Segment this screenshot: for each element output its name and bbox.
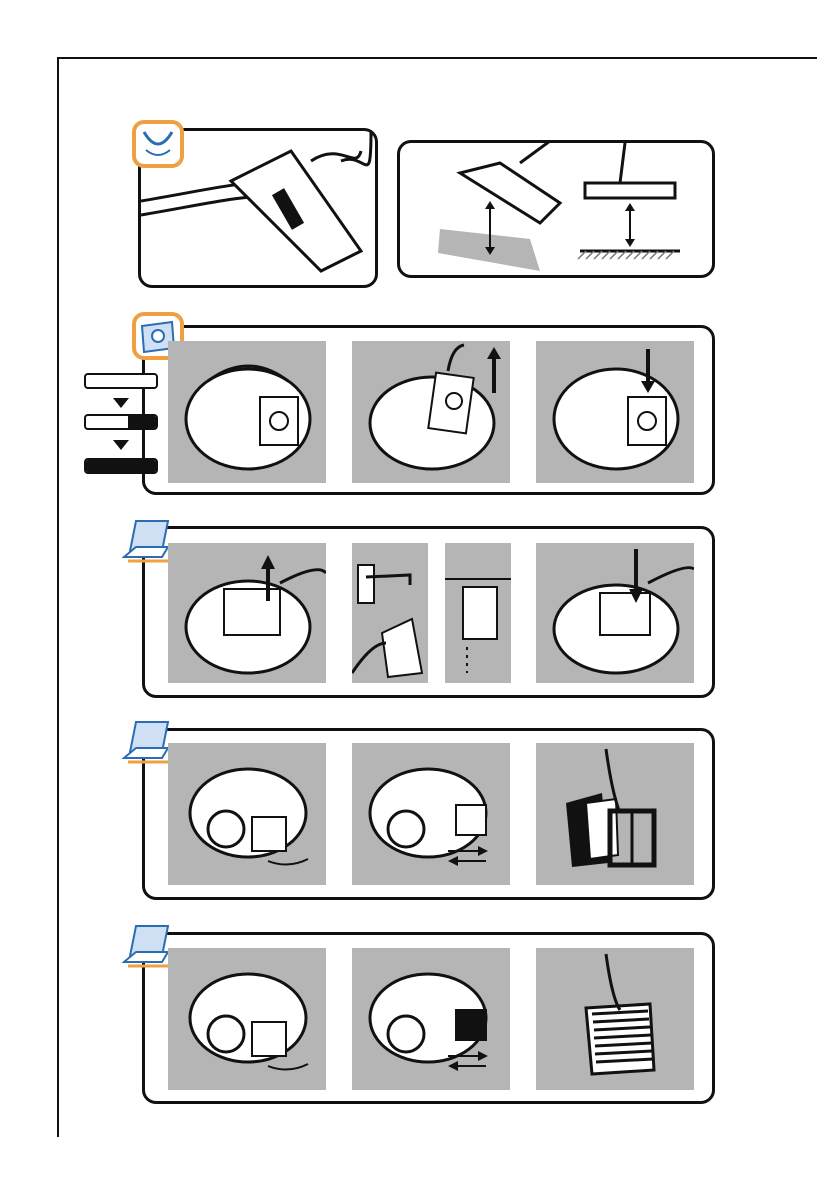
page-top-rule [57,57,817,59]
filter-icon [122,718,174,768]
exhaust-filter-a-step-2 [352,743,510,885]
exhaust-filter-b-step-2 [352,948,510,1090]
exhaust-filter-b-step-1 [168,948,326,1090]
page-left-rule [57,57,59,1137]
motor-filter-step-1 [168,543,326,683]
nozzle-position-illustration [400,143,712,275]
motor-filter-step-3 [445,543,511,683]
dust-bag-step-3 [536,341,694,483]
indicator-arrow-down-icon [113,440,129,450]
dust-bag-step-2 [352,341,510,483]
floor-nozzle-icon [132,120,184,168]
exhaust-filter-a-step-1 [168,743,326,885]
bag-indicator-empty [84,373,158,389]
motor-filter-step-2 [352,543,428,683]
bag-indicator-half [84,414,158,430]
motor-filter-step-4 [536,543,694,683]
exhaust-filter-a-step-3 [536,743,694,885]
filter-icon [122,517,174,567]
filter-icon [122,922,174,972]
indicator-arrow-down-icon [113,398,129,408]
dust-bag-step-1 [168,341,326,483]
nozzle-position-frame [397,140,715,278]
exhaust-filter-b-step-3 [536,948,694,1090]
bag-indicator-full [84,458,158,474]
